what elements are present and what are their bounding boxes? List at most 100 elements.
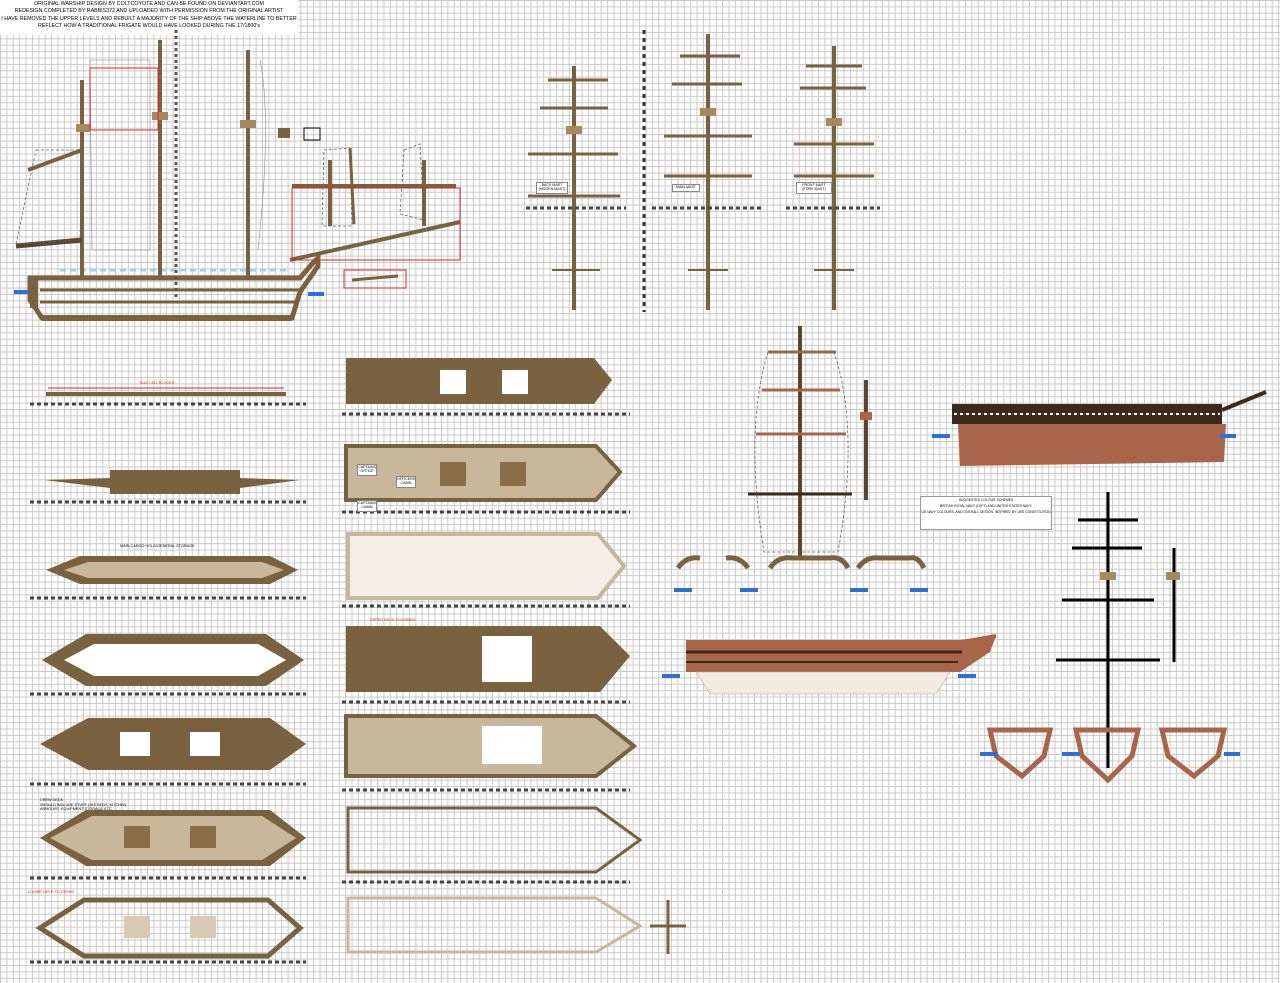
credits-line-2: REDESIGN COMPLETED BY RABBIS372 AND UPLO… [14,8,284,15]
mid-deck-1-hatch-1 [440,370,466,394]
main-sail-outline [89,59,151,251]
jib-sail-outline-2 [399,143,425,221]
credits-line-1: ORIGINAL WARSHIP DESIGN BY COLTCOYOTE AN… [34,1,264,7]
cargo-hold-floor [64,562,284,578]
us-water-1 [980,752,998,756]
bilge-deck-plan [35,897,304,959]
mid-deck-7 [346,896,643,954]
main-top [152,112,168,120]
us-colour-scheme [932,390,1267,784]
red-guide-box-1 [89,67,159,131]
british-water-right [958,674,976,678]
front-view-sail-outline [754,351,849,553]
mizzen-gaff [27,148,83,172]
bilge-storage-2 [190,916,216,938]
us-side-spar-top [1166,572,1180,580]
fore-sail-outline [257,59,266,251]
waterline-right [308,292,324,296]
bilge-storage-1 [124,916,150,938]
us-hull-section-1 [986,727,1054,780]
officers-cabin-label: OFFICERS CABIN [396,476,416,488]
mid-deck-1 [346,358,612,404]
mizzen-top [76,124,90,132]
gun-deck-plan [40,718,306,770]
credits-line-4: REFLECT HOW A TRADITIONAL FRIGATE WOULD … [38,23,260,30]
crew-deck-note-2: ARMOURY, EQUIPMENT STORAGE ETC. [40,807,113,812]
anchor-guide-box [343,269,407,289]
us-water-3 [1224,752,1240,756]
bowsprit [289,220,461,262]
detail-block-2 [303,127,321,141]
crew-deck-note-1: SHOULD INCLUDE STUFF LIKE BEDS, KITCHEN, [40,802,128,807]
crew-deck-bunks-2 [190,826,216,848]
lower-deck-open [64,644,286,676]
main-mast-top [700,108,716,116]
bow-cross-1 [675,555,701,570]
red-guide-box-2 [291,187,461,261]
legend-line-2: US NAVY COLOURS, AND OVERALL DESIGN, INS… [921,510,1051,514]
water-mark-4 [910,588,928,592]
crew-deck-title: CREW DECK [40,798,64,802]
deck-plans-middle [342,358,686,954]
anchor-detail [351,274,399,282]
upper-deck-red-label: UPPER DECK FLOORING [370,618,416,622]
lower-deck-red-label: LOWER DECK FLOORING [28,890,75,894]
us-bowsprit [1221,390,1267,412]
mid-deck-2 [344,444,623,502]
jib-sail-outline [321,147,353,227]
detail-block-1 [278,128,290,138]
us-front-top [1100,572,1116,580]
crew-deck-bunks-1 [124,826,150,848]
crew-deck-label: CREW DECK SHOULD INCLUDE STUFF LIKE BEDS… [40,798,127,812]
gun-deck-hatch-2 [190,732,220,756]
gun-deck-hatch-1 [120,732,150,756]
us-water-left [932,434,950,438]
legend-line-1: BRITISH ROYAL NAVY (LEFT) AND UNITED STA… [939,504,1033,508]
mid-deck-4-opening [482,636,532,682]
water-mark-3 [850,588,868,592]
stern-cross [767,555,851,570]
mid-deck-5-opening [482,726,542,764]
top-deck-red-label: BUILT ALL BLOCKS [140,381,175,385]
us-hull-section-3 [1158,727,1228,780]
mizzen-sail-outline [15,149,83,245]
side-view-ship [14,30,461,321]
captains-cabin-label: CAPTAINS CABIN [357,500,377,512]
mid-deck-3 [346,532,627,600]
upper-deck-plan [44,470,300,494]
water-mark-2 [740,588,758,592]
british-bowsprit [961,634,997,644]
mizzen-boom [15,237,83,249]
british-hull-upper [686,636,996,672]
mid-deck-1-hatch-2 [502,370,528,394]
mid-deck-2-grate-1 [440,462,466,486]
fore-top [240,120,256,128]
crew-deck-floor [50,816,296,860]
british-water-left [662,674,680,678]
mast-elevations [526,30,880,312]
credits-header: ORIGINAL WARSHIP DESIGN BY COLTCOYOTE AN… [0,0,298,35]
mid-cross [855,555,927,570]
main-mast-label: MAIN MAST [672,184,700,192]
captains-office-label: CAPTAINS OFFICE [357,464,377,476]
us-hull-lower [958,424,1226,466]
water-mark-1 [674,588,692,592]
deck-plans-left [30,387,306,964]
jib-boom [348,147,356,225]
us-water-right [1220,434,1236,438]
legend-title: SUGGESTED COLOUR SCHEMES [958,498,1014,502]
cargo-hold-label: MAIN CARGO HOLD/GENERAL STORAGE [120,544,195,548]
us-hull-section-2 [1072,727,1142,784]
us-water-2 [1062,752,1080,756]
side-view-hull [27,251,321,321]
waterline-left [14,290,28,294]
stern-block [30,278,38,308]
front-mast-top [826,118,842,126]
bow-cross-2 [725,555,751,570]
british-colour-scheme [662,326,997,695]
colour-scheme-legend: SUGGESTED COLOUR SCHEMES BRITISH ROYAL N… [920,496,1052,530]
side-spar-top [860,412,872,420]
back-mast-top [566,126,582,134]
back-mast-label: BACK MAST (MIZZEN MAST) [536,182,568,194]
